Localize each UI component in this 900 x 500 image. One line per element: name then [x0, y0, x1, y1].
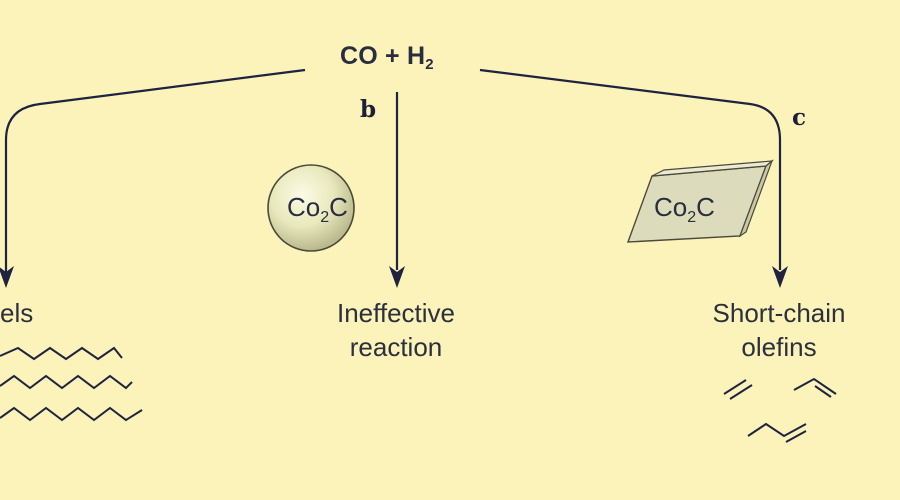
arrowhead-right	[772, 266, 788, 288]
hydrocarbon-chain	[0, 346, 123, 361]
arrowhead-middle	[389, 266, 405, 288]
hydrocarbon-chain	[0, 374, 133, 390]
outcome-short-chain-olefins: Short-chain olefins	[712, 298, 846, 362]
short-chain-olefin-structures	[723, 377, 837, 443]
sphere-catalyst-label: Co2C	[287, 192, 348, 226]
propylene-double-bond	[814, 385, 832, 398]
butene-chain	[747, 422, 807, 438]
pathway-label-c: c	[792, 104, 807, 131]
arrow-left-branch	[4, 68, 306, 272]
catalyst-prism	[626, 159, 774, 243]
long-chain-hydrocarbons	[0, 346, 143, 422]
outcome-ineffective-reaction: Ineffective reaction	[336, 298, 456, 362]
hydrocarbon-chain	[0, 406, 143, 422]
arrow-right-branch	[479, 68, 782, 270]
prism-catalyst-label: Co2C	[654, 192, 715, 226]
reactant-formula: CO + H2	[340, 42, 434, 73]
ethylene-bond	[729, 384, 753, 400]
catalyst-sphere	[267, 164, 355, 252]
butene-double-bond	[785, 430, 807, 443]
arrowhead-left	[0, 266, 14, 288]
outcome-left: els	[0, 298, 34, 328]
propylene-chain	[793, 377, 837, 395]
pathway-label-b: b	[360, 96, 377, 123]
ethylene-bond	[723, 379, 747, 395]
